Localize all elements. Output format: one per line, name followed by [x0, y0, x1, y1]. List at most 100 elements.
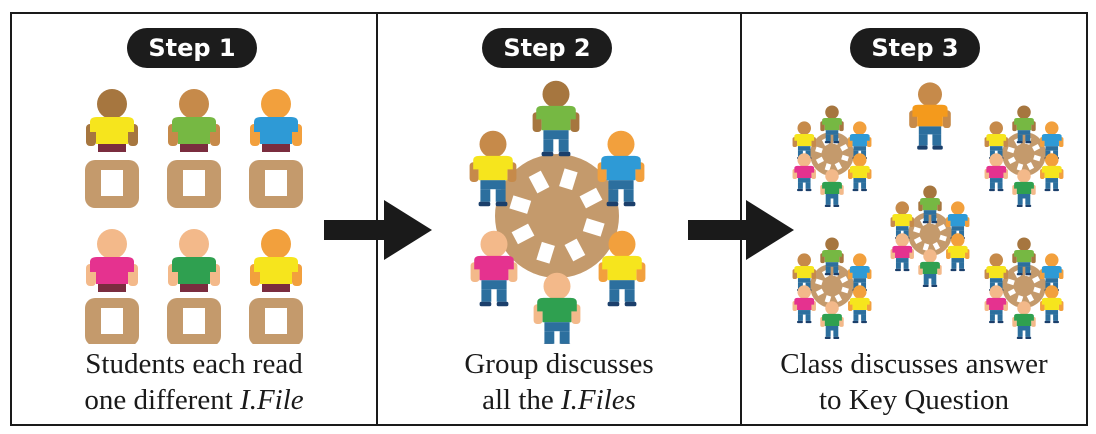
student-pants	[989, 310, 1003, 315]
student-foot	[478, 201, 491, 207]
student-pants	[923, 210, 937, 215]
student-figure	[909, 82, 951, 150]
table-paper	[841, 154, 849, 162]
student-leg	[903, 262, 909, 269]
step-3-illustration	[792, 82, 1064, 340]
student-foot	[833, 141, 840, 144]
student-leg	[623, 189, 634, 202]
student-foot	[989, 188, 995, 192]
student-head	[261, 89, 291, 119]
student-pants	[797, 178, 811, 183]
table-paper	[1007, 156, 1016, 165]
step-2-caption-line1: Group discusses	[464, 348, 654, 380]
student-leg	[861, 150, 867, 157]
student-lap	[180, 284, 208, 292]
student-pants	[825, 130, 839, 135]
student-head	[1045, 153, 1059, 167]
student-pants	[1017, 194, 1031, 199]
student-leg	[833, 330, 839, 337]
student-shirt	[947, 245, 968, 259]
student-pants	[923, 274, 937, 279]
table-paper	[1026, 162, 1035, 171]
student-foot	[824, 336, 831, 340]
student-pants	[1045, 278, 1059, 283]
table-paper	[913, 226, 921, 234]
table-paper	[824, 163, 832, 171]
student-figure	[820, 105, 844, 144]
step-2-caption: Group discusses all the I.Files	[378, 346, 740, 418]
student-foot	[797, 188, 803, 192]
student-figure	[1040, 153, 1064, 192]
student-shirt	[1014, 181, 1034, 194]
step-3-caption-line2-text: to Key Question	[818, 384, 1010, 416]
student-foot	[931, 284, 938, 288]
student-foot	[931, 221, 938, 224]
student-head	[480, 230, 508, 258]
student-lap	[262, 284, 290, 292]
student-head	[797, 121, 811, 135]
student-head	[918, 82, 942, 107]
student-figure	[890, 201, 914, 240]
student-leg	[797, 314, 803, 321]
step-1-caption: Students each read one different I.File	[12, 346, 376, 418]
student-shirt	[1041, 134, 1062, 147]
student-leg	[989, 182, 995, 189]
student-foot	[932, 145, 943, 150]
student-leg	[833, 198, 839, 205]
table-paper	[579, 187, 603, 209]
table-paper	[840, 275, 849, 284]
student-shirt	[1014, 250, 1034, 263]
table-paper	[815, 146, 823, 154]
step-2-illustration	[469, 80, 646, 344]
student-shirt	[1014, 118, 1034, 131]
student-foot	[903, 268, 910, 272]
student-pants	[1017, 262, 1031, 267]
student-head	[989, 253, 1003, 267]
student-pants	[1045, 178, 1059, 183]
student-head	[853, 285, 867, 299]
student-figure	[946, 201, 970, 240]
student-pants	[918, 126, 942, 135]
student-head	[989, 285, 1003, 299]
student-foot	[541, 151, 554, 157]
student-head	[853, 121, 867, 135]
student-lap	[262, 144, 290, 152]
student-leg	[558, 139, 569, 152]
desk-paper	[101, 170, 123, 196]
table-paper	[528, 170, 550, 194]
desk-paper	[265, 170, 287, 196]
student-leg	[918, 134, 928, 146]
student-head	[1017, 301, 1031, 315]
student-leg	[1017, 330, 1023, 337]
student-leg	[825, 330, 831, 337]
student-head	[951, 201, 965, 215]
student-figure	[598, 230, 646, 307]
student-foot	[1016, 273, 1023, 276]
student-foot	[1053, 320, 1059, 324]
student-figure	[984, 285, 1008, 324]
table-paper	[824, 295, 832, 303]
table-paper	[939, 234, 947, 242]
student-leg	[1025, 198, 1031, 205]
student-figure	[1012, 169, 1036, 208]
round-table	[908, 212, 952, 256]
student-foot	[824, 204, 831, 208]
step-1-caption-line2-italic: I.File	[240, 384, 304, 416]
student-pants	[608, 180, 634, 190]
student-leg	[853, 314, 859, 321]
student-figure	[597, 130, 645, 207]
student-figure	[984, 153, 1008, 192]
student-foot	[558, 151, 571, 157]
student-leg	[895, 262, 901, 269]
student-foot	[861, 188, 867, 192]
table-paper	[1032, 275, 1041, 284]
student-head	[895, 201, 909, 215]
student-leg	[923, 214, 929, 221]
round-table	[1002, 132, 1046, 176]
student-leg	[989, 150, 995, 157]
step-3-caption: Class discusses answer to Key Question	[742, 346, 1086, 418]
student-shirt	[601, 155, 641, 181]
student-leg	[1025, 134, 1031, 141]
student-pants	[1045, 146, 1059, 151]
student-pants	[989, 278, 1003, 283]
